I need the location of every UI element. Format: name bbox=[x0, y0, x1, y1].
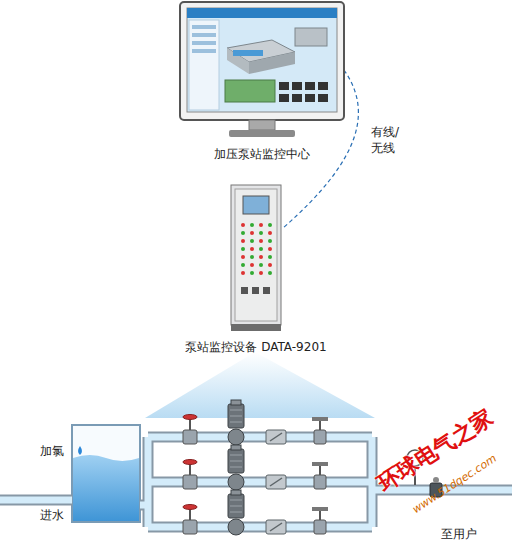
monitor-symbol bbox=[177, 0, 347, 140]
outlet-label: 至用户 bbox=[441, 526, 477, 543]
inlet-label: 进水 bbox=[40, 507, 64, 524]
cabinet-node: 泵站监控设备 DATA-9201 bbox=[229, 183, 283, 333]
cabinet-symbol bbox=[229, 183, 283, 333]
node-label: 泵站监控设备 DATA-9201 bbox=[185, 339, 326, 356]
edge-label: 有线/ 无线 bbox=[371, 124, 405, 156]
node-label: 加压泵站监控中心 bbox=[214, 146, 310, 163]
monitor-node: 加压泵站监控中心 bbox=[177, 0, 347, 140]
inlet-label: 加氯 bbox=[40, 443, 64, 460]
